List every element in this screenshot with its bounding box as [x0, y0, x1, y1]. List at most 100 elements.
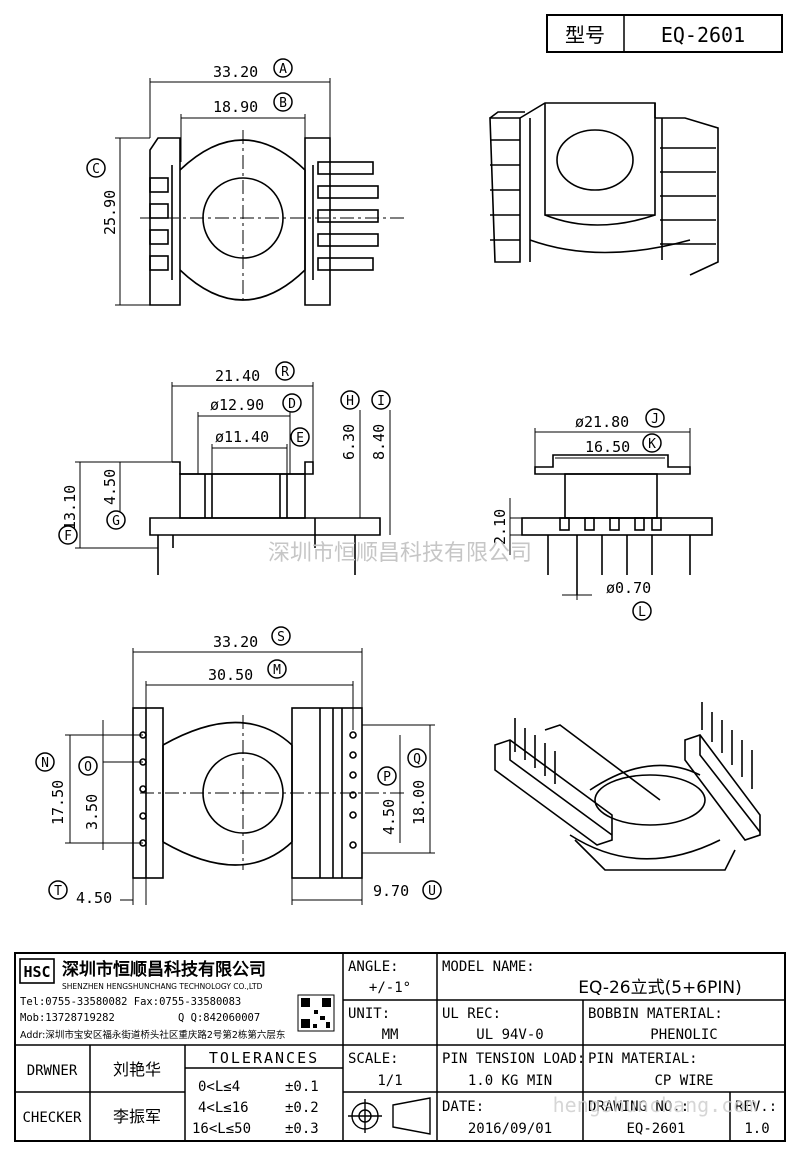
- marker-R: R: [275, 361, 295, 381]
- svg-text:L: L: [638, 605, 646, 620]
- date-label: DATE:: [442, 1099, 484, 1115]
- svg-text:F: F: [64, 529, 72, 544]
- marker-M: M: [267, 659, 287, 679]
- marker-Q: Q: [407, 748, 427, 768]
- bobbin-material-value: PHENOLIC: [650, 1027, 717, 1043]
- dim-J: ø21.80: [575, 413, 629, 431]
- svg-text:N: N: [41, 756, 49, 771]
- svg-text:J: J: [651, 412, 659, 427]
- marker-S: S: [271, 626, 291, 646]
- checker-value: 李振军: [113, 1107, 161, 1126]
- svg-text:Q: Q: [413, 752, 421, 767]
- model-box-value: EQ-2601: [661, 23, 745, 47]
- dim-N: 17.50: [49, 780, 67, 825]
- tolerance-value-2: ±0.2: [285, 1100, 319, 1116]
- svg-text:I: I: [377, 394, 385, 409]
- svg-text:H: H: [346, 394, 354, 409]
- dim-T: 4.50: [76, 889, 112, 907]
- projection-symbol-icon: [348, 1097, 431, 1135]
- dim-K: 16.50: [585, 438, 630, 456]
- company-mob: Mob:13728719282: [20, 1012, 115, 1024]
- dim-C: 25.90: [101, 190, 119, 235]
- side-view: [509, 428, 713, 600]
- pin-tension-value: 1.0 KG MIN: [468, 1073, 552, 1089]
- dim-A: 33.20: [213, 63, 258, 81]
- marker-T: T: [48, 880, 68, 900]
- dim-H: 6.30: [340, 424, 358, 460]
- marker-N: N: [35, 752, 55, 772]
- dim-D: ø12.90: [210, 396, 264, 414]
- svg-text:P: P: [383, 770, 391, 785]
- svg-text:B: B: [279, 96, 287, 111]
- tolerance-value-1: ±0.1: [285, 1079, 319, 1095]
- tolerance-range-1: 0<L≤4: [198, 1079, 240, 1095]
- model-box: 型号 EQ-2601: [546, 14, 783, 53]
- svg-text:M: M: [273, 663, 281, 678]
- svg-text:C: C: [92, 162, 100, 177]
- svg-text:R: R: [281, 365, 289, 380]
- drawing-no-value: EQ-2601: [626, 1121, 685, 1137]
- marker-D: D: [282, 393, 302, 413]
- svg-text:S: S: [277, 630, 285, 645]
- drawer-value: 刘艳华: [113, 1060, 161, 1079]
- marker-H: H: [340, 390, 360, 410]
- marker-L: L: [632, 601, 652, 621]
- svg-text:HSC: HSC: [23, 963, 50, 981]
- dim-U: 9.70: [373, 882, 409, 900]
- qr-code-icon: [297, 994, 335, 1032]
- angle-value: +/-1°: [369, 980, 411, 996]
- marker-O: O: [78, 756, 98, 776]
- marker-J: J: [645, 408, 665, 428]
- ul-rec-label: UL REC:: [442, 1006, 501, 1022]
- dim-R: 21.40: [215, 367, 260, 385]
- rev-value: 1.0: [744, 1121, 769, 1137]
- dim-B: 18.90: [213, 98, 258, 116]
- svg-text:G: G: [112, 514, 120, 529]
- ul-rec-value: UL 94V-0: [476, 1027, 543, 1043]
- company-name-cn: 深圳市恒顺昌科技有限公司: [62, 959, 266, 980]
- model-name-value: EQ-26立式(5+6PIN): [578, 978, 741, 998]
- svg-text:O: O: [84, 760, 92, 775]
- checker-label: CHECKER: [22, 1110, 82, 1126]
- company-qq: Q Q:842060007: [178, 1012, 260, 1024]
- marker-C: C: [86, 158, 106, 178]
- svg-text:E: E: [296, 431, 304, 446]
- watermark-url: hengshunchang.com: [553, 1093, 758, 1117]
- tolerance-value-3: ±0.3: [285, 1121, 319, 1137]
- iso-view-bottom: [494, 702, 761, 871]
- front-view: [75, 382, 391, 575]
- dim-S: 33.20: [213, 633, 258, 651]
- svg-text:U: U: [428, 884, 436, 899]
- tolerance-range-2: 4<L≤16: [198, 1100, 249, 1116]
- tolerance-title: TOLERANCES: [209, 1049, 319, 1067]
- model-name-label: MODEL NAME:: [442, 959, 535, 975]
- drawer-label: DRWNER: [27, 1063, 78, 1079]
- top-view: [115, 78, 405, 306]
- scale-label: SCALE:: [348, 1051, 399, 1067]
- marker-G: G: [106, 510, 126, 530]
- scale-value: 1/1: [377, 1073, 402, 1089]
- drawing-no-label: DRAWING NO.:: [588, 1099, 689, 1115]
- dim-I: 8.40: [370, 424, 388, 460]
- svg-text:T: T: [54, 884, 62, 899]
- dim-2-10: 2.10: [491, 509, 509, 545]
- angle-label: ANGLE:: [348, 959, 399, 975]
- bottom-view: [65, 648, 435, 905]
- dim-L: ø0.70: [606, 579, 651, 597]
- model-box-label: 型号: [565, 23, 605, 47]
- marker-P: P: [377, 766, 397, 786]
- iso-view-top: [489, 102, 719, 276]
- dim-O: 3.50: [83, 794, 101, 830]
- marker-K: K: [642, 433, 662, 453]
- watermark: 深圳市恒顺昌科技有限公司: [268, 541, 532, 566]
- company-logo: HSC: [19, 958, 55, 984]
- dim-F: 13.10: [61, 485, 79, 530]
- marker-U: U: [422, 880, 442, 900]
- dim-P: 4.50: [380, 799, 398, 835]
- marker-I: I: [371, 390, 391, 410]
- svg-text:A: A: [279, 62, 287, 77]
- marker-B: B: [273, 92, 293, 112]
- bobbin-material-label: BOBBIN MATERIAL:: [588, 1006, 723, 1022]
- marker-A: A: [273, 58, 293, 78]
